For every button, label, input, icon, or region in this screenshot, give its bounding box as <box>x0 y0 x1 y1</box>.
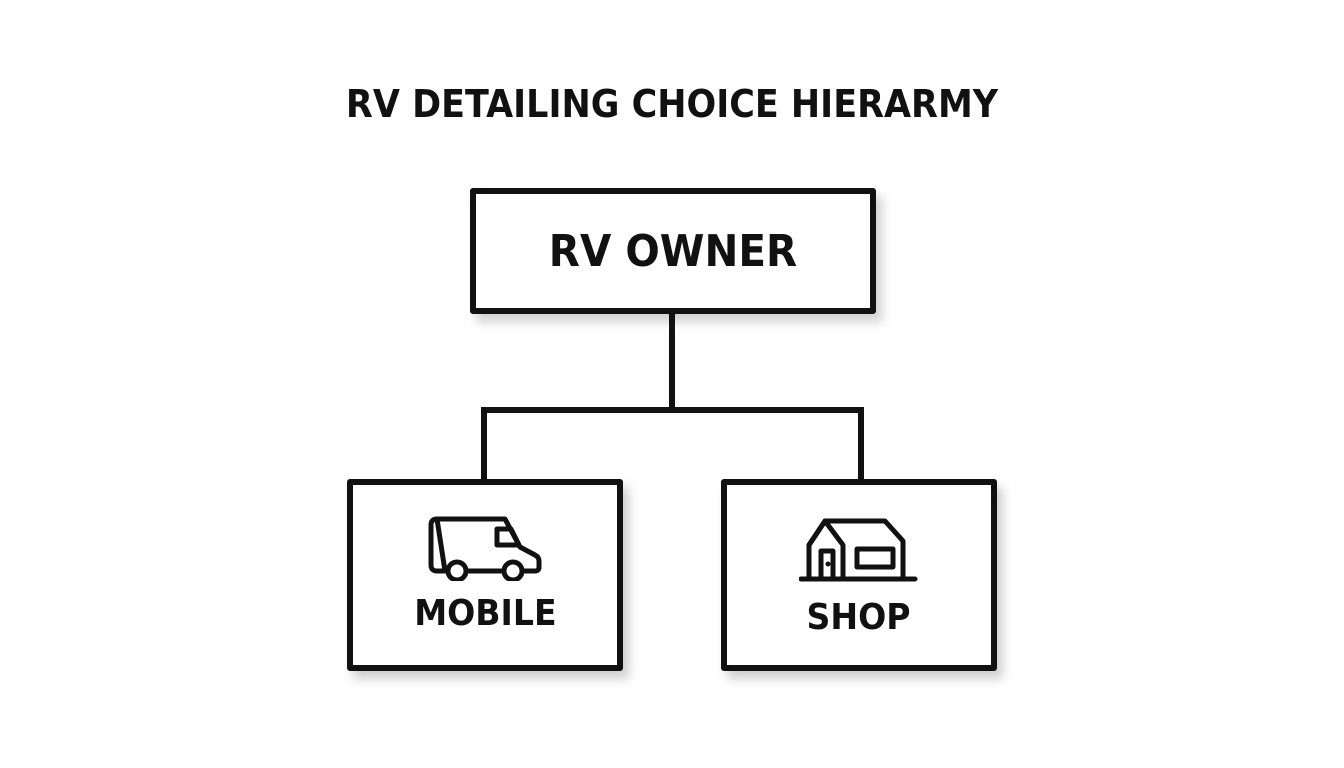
connector-left-vertical <box>481 407 487 483</box>
connector-root-vertical <box>669 312 675 412</box>
root-node: RV OWNER <box>470 188 876 314</box>
root-node-label: RV OWNER <box>548 225 798 277</box>
child-node-label: MOBILE <box>413 593 557 634</box>
diagram-title: RV DETAILING CHOICE HIERARMY <box>345 82 999 126</box>
child-node-label: SHOP <box>806 597 911 638</box>
connector-right-vertical <box>858 407 864 483</box>
child-node-shop: SHOP <box>721 479 997 671</box>
child-node-mobile: MOBILE <box>347 479 623 671</box>
connector-horizontal <box>481 407 864 413</box>
garage-icon <box>799 518 918 582</box>
van-icon <box>428 516 542 581</box>
